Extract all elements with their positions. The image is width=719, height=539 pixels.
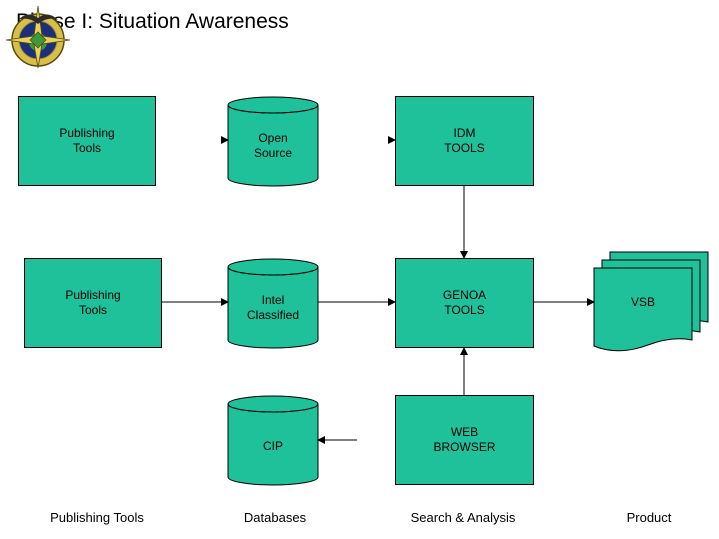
column-label-databases: Databases: [243, 510, 307, 525]
page-title: Phase I: Situation Awareness: [16, 10, 289, 33]
vsb-document-stack: [593, 251, 709, 352]
column-label-publishing: Publishing Tools: [50, 510, 144, 525]
publishing-tools-box-1: Publishing Tools: [18, 96, 156, 186]
cip-label: CIP: [262, 438, 283, 453]
cip-database: [227, 395, 319, 486]
intel-classified-database: [227, 258, 319, 349]
intel-classified-label: Intel Classified: [246, 293, 300, 322]
seal-emblem-icon: [5, 5, 71, 69]
open-source-label: Open Source: [253, 131, 293, 160]
idm-tools-box: IDM TOOLS: [395, 96, 534, 186]
column-label-search: Search & Analysis: [410, 510, 516, 525]
column-label-product: Product: [626, 510, 672, 525]
vsb-label: VSB: [630, 294, 655, 309]
publishing-tools-box-2: Publishing Tools: [24, 258, 162, 348]
genoa-tools-box: GENOA TOOLS: [395, 258, 534, 348]
open-source-database: [227, 96, 319, 187]
web-browser-box: WEB BROWSER: [395, 395, 534, 485]
